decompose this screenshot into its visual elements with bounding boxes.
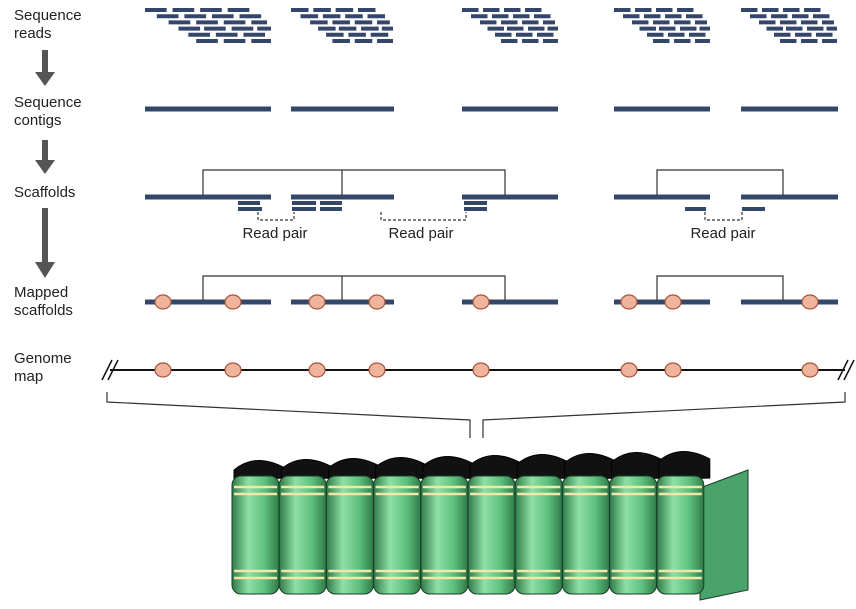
marker-circle xyxy=(620,294,638,310)
genome-bracket xyxy=(106,392,846,438)
marker-circle xyxy=(620,362,638,378)
marker-circle xyxy=(801,294,819,310)
label-sequence-reads: Sequence reads xyxy=(14,7,82,42)
scaffold-link-bracket xyxy=(656,169,784,195)
book-top xyxy=(658,451,711,481)
marker-circle xyxy=(224,362,242,378)
read-pair-link xyxy=(704,212,743,221)
label-scaffolds: Scaffolds xyxy=(14,184,76,201)
marker-circle xyxy=(154,362,172,378)
scaffold-link-bracket xyxy=(202,169,506,195)
genome-map-row xyxy=(101,359,855,381)
marker-circle xyxy=(368,294,386,310)
marker-circle xyxy=(801,362,819,378)
marker-circle xyxy=(224,294,242,310)
label-genome-map: Genome map xyxy=(14,350,72,385)
books-illustration xyxy=(231,451,749,601)
mapped-scaffolds-row xyxy=(145,275,838,310)
marker-circle xyxy=(472,362,490,378)
read-pair-link xyxy=(380,212,467,221)
read-pair-label: Read pair xyxy=(388,225,453,242)
scaffold-link-bracket xyxy=(202,275,506,300)
label-sequence-contigs: Sequence contigs xyxy=(14,94,82,129)
arrow-down-icon xyxy=(35,72,55,86)
marker-circle xyxy=(664,362,682,378)
marker-circle xyxy=(308,362,326,378)
arrow-down-icon xyxy=(35,160,55,174)
label-mapped-scaffolds: Mapped scaffolds xyxy=(14,284,73,319)
sequence-reads-row xyxy=(145,8,837,43)
marker-circle xyxy=(472,294,490,310)
marker-circle xyxy=(154,294,172,310)
read-pair-label: Read pair xyxy=(690,225,755,242)
marker-circle xyxy=(368,362,386,378)
book-side xyxy=(699,469,749,601)
book-spine xyxy=(656,475,705,595)
marker-circle xyxy=(664,294,682,310)
read-pair-link xyxy=(257,212,295,221)
scaffolds-row: Read pair Read pair Read pair xyxy=(145,169,838,242)
marker-circle xyxy=(308,294,326,310)
break-mark-right xyxy=(837,359,855,381)
arrow-down-icon xyxy=(35,262,55,278)
read-pair-label: Read pair xyxy=(242,225,307,242)
break-mark-left xyxy=(101,359,119,381)
scaffold-link-bracket xyxy=(656,275,784,300)
flow-arrows xyxy=(35,50,55,278)
